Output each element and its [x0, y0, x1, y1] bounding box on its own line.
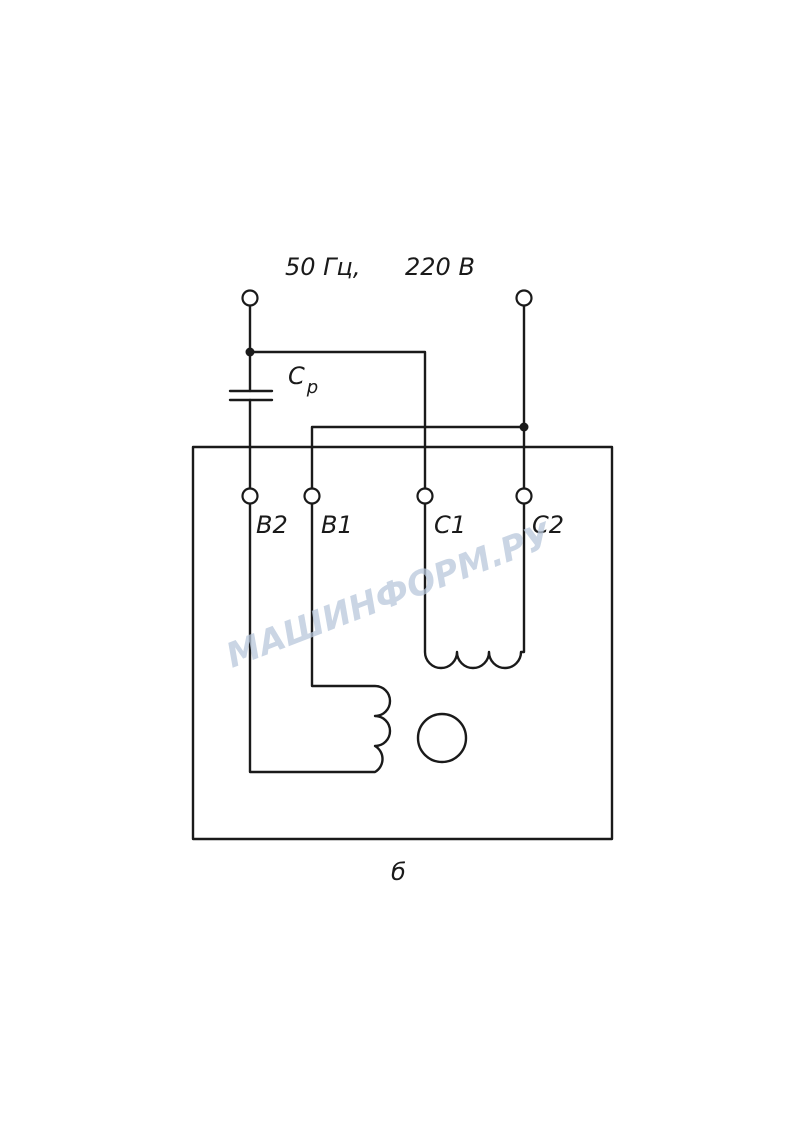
- supply-voltage-label: 220 В: [405, 253, 475, 281]
- wire-to-b1: [310, 425, 526, 490]
- supply-terminal-left: [241, 289, 259, 307]
- junction-dot-right: [519, 422, 529, 432]
- working-winding-coil: [423, 502, 526, 670]
- supply-terminal-right: [515, 289, 533, 307]
- junction-dot-left: [245, 347, 255, 357]
- label-b1: В1: [321, 511, 353, 539]
- figure-caption: б: [391, 858, 406, 886]
- terminal-c2: [515, 487, 533, 505]
- terminal-b1: [303, 487, 321, 505]
- capacitor-symbol: C: [288, 362, 305, 390]
- motor-housing: [191, 445, 614, 841]
- capacitor-subscript: р: [306, 377, 318, 398]
- label-c2: С2: [532, 511, 564, 539]
- terminal-b2: [241, 487, 259, 505]
- rotor-circle: [416, 712, 468, 764]
- terminal-c1: [416, 487, 434, 505]
- label-c1: С1: [434, 511, 466, 539]
- supply-frequency-label: 50 Гц,: [285, 253, 361, 281]
- wire-to-c1: [248, 350, 427, 490]
- watermark: МАШИНФОРМ.РУ: [221, 515, 559, 676]
- starting-winding-coil: [248, 502, 392, 774]
- label-b2: В2: [256, 511, 288, 539]
